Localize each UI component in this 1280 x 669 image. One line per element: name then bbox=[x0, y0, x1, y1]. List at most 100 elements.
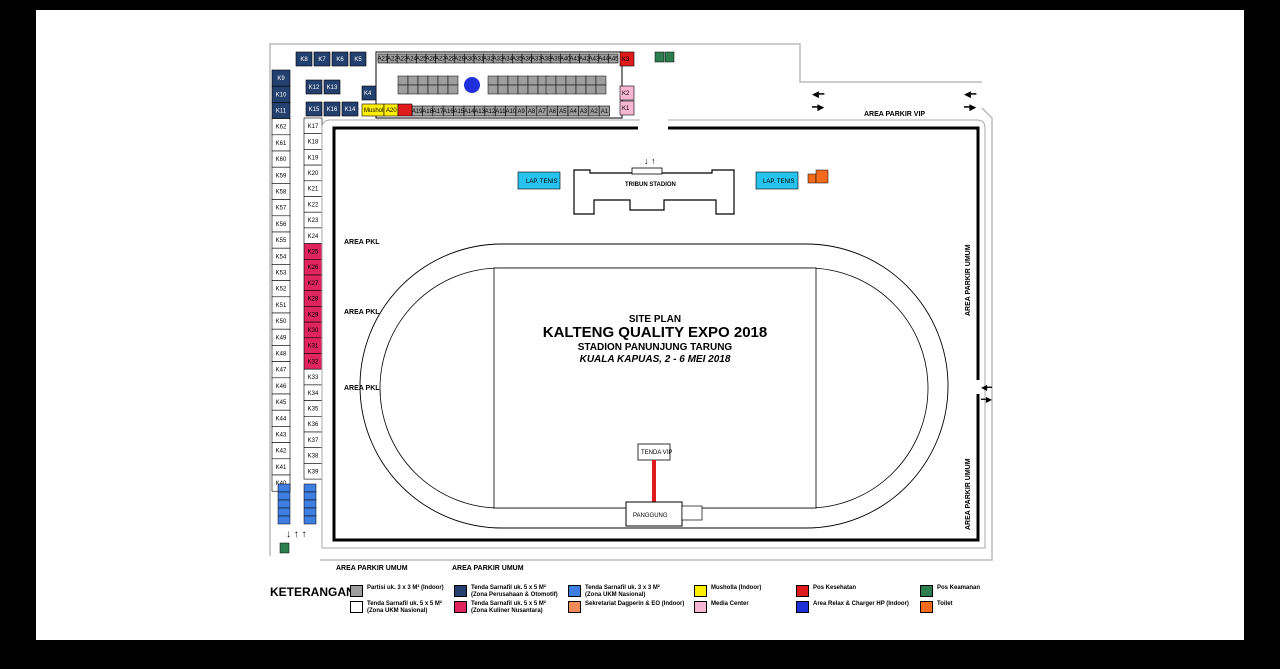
booth-label: K26 bbox=[308, 265, 319, 271]
booth-label: K60 bbox=[276, 157, 287, 163]
booth-a45[interactable] bbox=[608, 53, 619, 64]
partisi-booth[interactable] bbox=[565, 75, 577, 86]
partisi-booth[interactable] bbox=[575, 75, 587, 86]
partisi-booth[interactable] bbox=[397, 84, 409, 95]
booth-label: A2 bbox=[590, 109, 598, 115]
booth-k1[interactable] bbox=[619, 100, 635, 116]
partisi-booth[interactable] bbox=[497, 75, 509, 86]
booth-k5[interactable] bbox=[349, 51, 367, 67]
partisi-booth[interactable] bbox=[585, 84, 597, 95]
partisi-booth[interactable] bbox=[487, 75, 499, 86]
legend-label-line2: (Zona UKM Nasional) bbox=[585, 592, 646, 598]
partisi-booth[interactable] bbox=[447, 75, 459, 86]
partisi-booth[interactable] bbox=[407, 84, 419, 95]
partisi-booth[interactable] bbox=[437, 84, 449, 95]
booth-label: K22 bbox=[308, 202, 319, 208]
booth-k8[interactable] bbox=[295, 51, 313, 67]
a-booths-middle bbox=[397, 75, 607, 95]
area-pkl-1: AREA PKL bbox=[344, 239, 380, 246]
partisi-booth[interactable] bbox=[595, 75, 607, 86]
partisi-booth[interactable] bbox=[555, 75, 567, 86]
pos-keamanan-bottom[interactable] bbox=[279, 542, 290, 554]
booth-label: A44 bbox=[598, 57, 609, 63]
partisi-booth[interactable] bbox=[575, 84, 587, 95]
ukm-booth[interactable] bbox=[303, 515, 317, 525]
booth-label: K20 bbox=[308, 171, 319, 177]
partisi-booth[interactable] bbox=[555, 84, 567, 95]
partisi-booth[interactable] bbox=[407, 75, 419, 86]
partisi-booth[interactable] bbox=[565, 84, 577, 95]
partisi-booth[interactable] bbox=[487, 84, 499, 95]
booth-label: K52 bbox=[276, 287, 287, 293]
partisi-booth[interactable] bbox=[417, 84, 429, 95]
ukm-booth[interactable] bbox=[277, 515, 291, 525]
ukm-booth[interactable] bbox=[277, 483, 291, 493]
partisi-booth[interactable] bbox=[497, 84, 509, 95]
title-line3: STADION PANUNJUNG TARUNG bbox=[578, 342, 733, 353]
partisi-booth[interactable] bbox=[507, 75, 519, 86]
partisi-booth[interactable] bbox=[427, 84, 439, 95]
partisi-booth[interactable] bbox=[545, 75, 557, 86]
panggung[interactable] bbox=[625, 501, 683, 527]
booth-k13[interactable] bbox=[323, 79, 341, 95]
legend-label: Tenda Sarnafil uk. 5 x 5 M²(Zona Perusah… bbox=[471, 585, 558, 599]
booth-a1[interactable] bbox=[598, 105, 610, 117]
partisi-booth[interactable] bbox=[595, 84, 607, 95]
ukm-booth[interactable] bbox=[277, 491, 291, 501]
booth-label: K33 bbox=[308, 375, 319, 381]
secretariat-booth[interactable] bbox=[397, 103, 413, 117]
legend-label-line2: (Zona Kuliner Nusantara) bbox=[471, 608, 543, 614]
booth-label: K5 bbox=[354, 57, 362, 63]
ukm-booth[interactable] bbox=[303, 483, 317, 493]
k-booths-left-column: K9K10K11K62K61K60K59K58K57K56K55K54K53K5… bbox=[271, 69, 291, 492]
partisi-booth[interactable] bbox=[527, 75, 539, 86]
partisi-booth[interactable] bbox=[517, 75, 529, 86]
pos-keamanan-top-2[interactable] bbox=[664, 51, 675, 63]
booth-label: A14 bbox=[464, 109, 475, 115]
booth-k12[interactable] bbox=[305, 79, 323, 95]
tribun-stadion[interactable] bbox=[573, 169, 735, 215]
toilet-1[interactable] bbox=[807, 173, 817, 184]
ukm-booth[interactable] bbox=[303, 507, 317, 517]
partisi-booth[interactable] bbox=[447, 84, 459, 95]
lap-tenis-right[interactable] bbox=[755, 171, 799, 190]
partisi-booth[interactable] bbox=[527, 84, 539, 95]
partisi-booth[interactable] bbox=[585, 75, 597, 86]
partisi-booth[interactable] bbox=[417, 75, 429, 86]
booth-label: K23 bbox=[308, 218, 319, 224]
toilet-2[interactable] bbox=[815, 169, 829, 184]
partisi-booth[interactable] bbox=[397, 75, 409, 86]
booth-label: A27 bbox=[435, 57, 446, 63]
legend-label-line1: Partisi uk. 3 x 3 M² (Indoor) bbox=[367, 585, 444, 591]
booth-k16[interactable] bbox=[323, 101, 341, 117]
legend-label-line1: Tenda Sarnafil uk. 5 x 5 M² bbox=[367, 601, 442, 607]
booth-k7[interactable] bbox=[313, 51, 331, 67]
booth-k15[interactable] bbox=[305, 101, 323, 117]
booth-k3[interactable] bbox=[619, 51, 635, 67]
ukm-booth[interactable] bbox=[277, 499, 291, 509]
partisi-booth[interactable] bbox=[437, 75, 449, 86]
legend-label-line1: Toilet bbox=[937, 601, 953, 607]
ukm-booth[interactable] bbox=[277, 507, 291, 517]
partisi-booth[interactable] bbox=[517, 84, 529, 95]
legend-item: Pos Keamanan bbox=[920, 585, 980, 597]
partisi-booth[interactable] bbox=[545, 84, 557, 95]
relax-area[interactable] bbox=[464, 77, 480, 93]
booth-k4[interactable] bbox=[361, 85, 377, 101]
pos-keamanan-top[interactable] bbox=[654, 51, 665, 63]
partisi-booth[interactable] bbox=[427, 75, 439, 86]
booth-label: K16 bbox=[327, 107, 338, 113]
booth-label: K45 bbox=[276, 400, 287, 406]
a-booths-top: A21A22A23A24A25A26A27A28A29A30A31A32A33A… bbox=[377, 53, 619, 64]
legend: KETERANGAN : Partisi uk. 3 x 3 M² (Indoo… bbox=[268, 582, 998, 622]
booth-k14[interactable] bbox=[341, 101, 359, 117]
booth-k2[interactable] bbox=[619, 85, 635, 101]
booth-label: K56 bbox=[276, 222, 287, 228]
ukm-booth[interactable] bbox=[303, 499, 317, 509]
lap-tenis-left[interactable] bbox=[517, 171, 561, 190]
legend-item: Pos Kesehatan bbox=[796, 585, 856, 597]
ukm-booth[interactable] bbox=[303, 491, 317, 501]
partisi-booth[interactable] bbox=[507, 84, 519, 95]
booth-k6[interactable] bbox=[331, 51, 349, 67]
booth-label: A38 bbox=[541, 57, 552, 63]
